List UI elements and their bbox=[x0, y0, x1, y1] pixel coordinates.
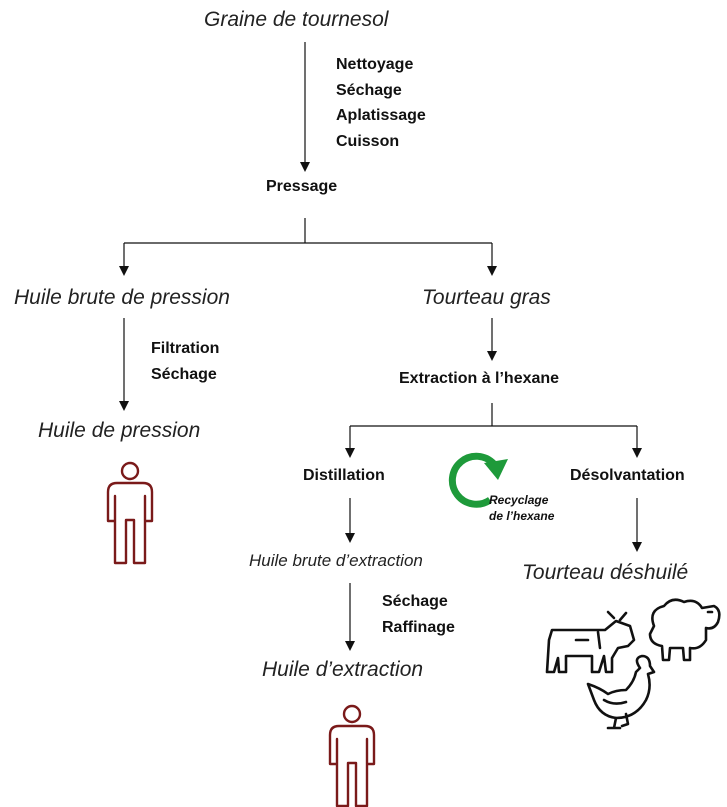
node-raw-extraction-oil: Huile brute d’extraction bbox=[249, 551, 423, 570]
node-oil-cake: Tourteau gras bbox=[422, 286, 551, 309]
node-pressing: Pressage bbox=[266, 178, 338, 195]
node-raw-press-oil: Huile brute de pression bbox=[14, 286, 230, 309]
node-distillation: Distillation bbox=[303, 467, 385, 484]
node-press-oil: Huile de pression bbox=[38, 419, 201, 442]
node-desolventizing: Désolvantation bbox=[570, 467, 685, 484]
step-label: Séchage bbox=[336, 81, 402, 99]
preparation-steps: Nettoyage Séchage Aplatissage Cuisson bbox=[336, 52, 426, 154]
recycling-line: Recyclage bbox=[489, 493, 549, 507]
step-label: Aplatissage bbox=[336, 107, 426, 124]
node-extraction-oil: Huile d’extraction bbox=[262, 658, 424, 681]
step-label: Cuisson bbox=[336, 132, 400, 150]
press-oil-steps: Filtration Séchage bbox=[151, 336, 219, 387]
node-defatted-cake: Tourteau déshuilé bbox=[522, 561, 689, 584]
node-hexane-extraction: Extraction à l’hexane bbox=[399, 370, 560, 387]
step-label: Séchage bbox=[382, 593, 448, 610]
recycling-label: Recyclage de l’hexane bbox=[489, 492, 554, 524]
step-label: Nettoyage bbox=[336, 56, 414, 73]
extraction-oil-steps: Séchage Raffinage bbox=[382, 589, 455, 640]
step-label: Raffinage bbox=[382, 618, 455, 636]
recycling-line: de l’hexane bbox=[489, 509, 555, 523]
step-label: Filtration bbox=[151, 340, 220, 357]
step-label: Séchage bbox=[151, 365, 217, 383]
node-seed: Graine de tournesol bbox=[204, 8, 389, 31]
